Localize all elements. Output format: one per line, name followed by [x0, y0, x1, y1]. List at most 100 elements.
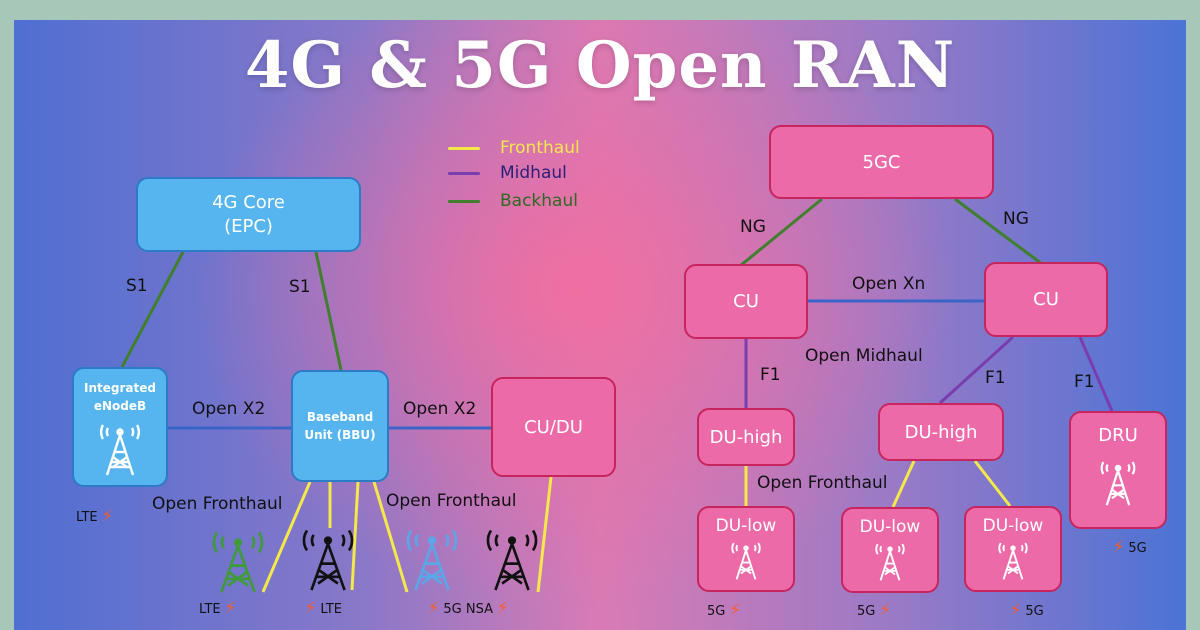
open-fronthaul-5g-label: Open Fronthaul [757, 473, 888, 493]
lightning-icon: ⚡ [879, 600, 891, 619]
tower-1-caption: LTE ⚡ [199, 598, 236, 617]
node-label: DU-low [715, 516, 777, 536]
node-label: DU-low [859, 517, 921, 537]
f1-right-label: F1 [1074, 372, 1095, 392]
enodeb-box: Integrated eNodeB [72, 367, 168, 487]
s1-left-label: S1 [126, 276, 148, 296]
fronthaul-swatch [448, 146, 480, 150]
cell-tower-icon [212, 531, 264, 593]
bbu-box: Baseband Unit (BBU) [291, 370, 389, 482]
legend-label: Midhaul [500, 163, 567, 183]
cell-tower-icon [998, 542, 1028, 580]
caption-text: LTE [199, 602, 221, 617]
cell-tower-icon [875, 543, 905, 581]
f1-left-label: F1 [760, 365, 781, 385]
node-line: Baseband [306, 410, 374, 424]
caption-text: 5G [857, 604, 876, 619]
lightning-icon: ⚡ [224, 598, 236, 617]
legend-midhaul: Midhaul [448, 161, 567, 185]
backhaul-link-5gc-cu-right [954, 197, 1043, 266]
cu-right-box: CU [984, 262, 1108, 337]
legend-label: Fronthaul [500, 138, 580, 158]
node-label: CU [733, 291, 759, 312]
du-low-3-caption: ⚡ 5G [1010, 600, 1044, 619]
node-label: DU-high [904, 421, 978, 443]
node-label: DU-high [709, 426, 783, 448]
node-line: 4G Core [212, 191, 285, 213]
open-fronthaul-right-label: Open Fronthaul [386, 491, 517, 511]
legend-fronthaul: Fronthaul [448, 136, 580, 160]
legend-label: Backhaul [500, 191, 578, 211]
node-label: DU-low [982, 516, 1044, 536]
node-line: Unit (BBU) [304, 428, 376, 442]
du-low-box-2: DU-low [841, 507, 939, 593]
node-label: 5GC [862, 151, 901, 173]
lightning-icon: ⚡ [1010, 600, 1022, 619]
du-high-left-box: DU-high [697, 408, 795, 466]
5gc-box: 5GC [769, 125, 994, 199]
lightning-icon: ⚡ [305, 598, 317, 617]
lightning-icon: ⚡ [1113, 537, 1125, 556]
node-line: eNodeB [93, 399, 147, 413]
node-label: DRU [1098, 425, 1138, 446]
open-xn-label: Open Xn [852, 274, 926, 294]
caption-text: 5G [1128, 541, 1147, 556]
node-line: Integrated [84, 381, 156, 395]
legend-backhaul: Backhaul [448, 189, 578, 213]
du-low-box-3: DU-low [964, 506, 1062, 592]
tower-2-caption: ⚡ LTE [305, 598, 342, 617]
cell-tower-icon [731, 542, 761, 580]
cu-left-box: CU [684, 264, 808, 339]
enodeb-caption: LTE ⚡ [76, 506, 113, 525]
node-label: CU [1033, 289, 1059, 310]
f1-mid-label: F1 [985, 368, 1006, 388]
du-low-box-1: DU-low [697, 506, 795, 592]
lightning-icon: ⚡ [428, 598, 440, 617]
lightning-icon: ⚡ [497, 598, 509, 617]
backhaul-link-5gc-cu-left [739, 197, 823, 268]
cell-tower-icon [406, 529, 458, 591]
fronthaul-link-duhigh-dulow2 [891, 460, 916, 508]
midhaul-link-cu-dru [1078, 336, 1114, 412]
backhaul-swatch [448, 199, 480, 203]
fronthaul-link-1 [261, 481, 312, 593]
fronthaul-link-duhigh-dulow3 [973, 460, 1012, 507]
4g-core-box: 4G Core (EPC) [136, 177, 361, 252]
caption-text: LTE [320, 602, 342, 617]
cu-du-box: CU/DU [491, 377, 616, 477]
ng-left-label: NG [740, 217, 766, 237]
node-label: CU/DU [524, 416, 583, 438]
backhaul-link-core-bbu [314, 251, 343, 371]
s1-right-label: S1 [289, 277, 311, 297]
caption-text: 5G [1025, 604, 1044, 619]
open-midhaul-label: Open Midhaul [805, 346, 923, 366]
caption-text: LTE [76, 510, 98, 525]
fronthaul-link-4 [372, 481, 409, 593]
cell-tower-icon [100, 424, 140, 476]
lightning-icon: ⚡ [101, 506, 113, 525]
cell-tower-icon [486, 529, 538, 591]
lightning-icon: ⚡ [729, 600, 741, 619]
fronthaul-link-3 [350, 481, 360, 591]
backhaul-link-core-enodeb [120, 251, 185, 368]
cell-tower-icon [1100, 461, 1136, 506]
du-low-1-caption: 5G ⚡ [707, 600, 741, 619]
midhaul-swatch [448, 171, 480, 175]
fronthaul-link-5 [536, 476, 553, 593]
node-line: (EPC) [224, 215, 273, 237]
open-fronthaul-left-label: Open Fronthaul [152, 494, 283, 514]
caption-text: 5G NSA [443, 602, 493, 617]
caption-text: 5G [707, 604, 726, 619]
page-title: 4G & 5G Open RAN [244, 28, 956, 103]
du-low-2-caption: 5G ⚡ [857, 600, 891, 619]
tower-3-caption: ⚡ 5G NSA ⚡ [428, 598, 508, 617]
dru-box: DRU [1069, 411, 1167, 529]
dru-caption: ⚡ 5G [1113, 537, 1147, 556]
open-x2-left-label: Open X2 [192, 399, 266, 419]
open-x2-right-label: Open X2 [403, 399, 477, 419]
ng-right-label: NG [1003, 209, 1029, 229]
midhaul-link-cu-duhigh-right [938, 335, 1015, 405]
cell-tower-icon [302, 529, 354, 591]
